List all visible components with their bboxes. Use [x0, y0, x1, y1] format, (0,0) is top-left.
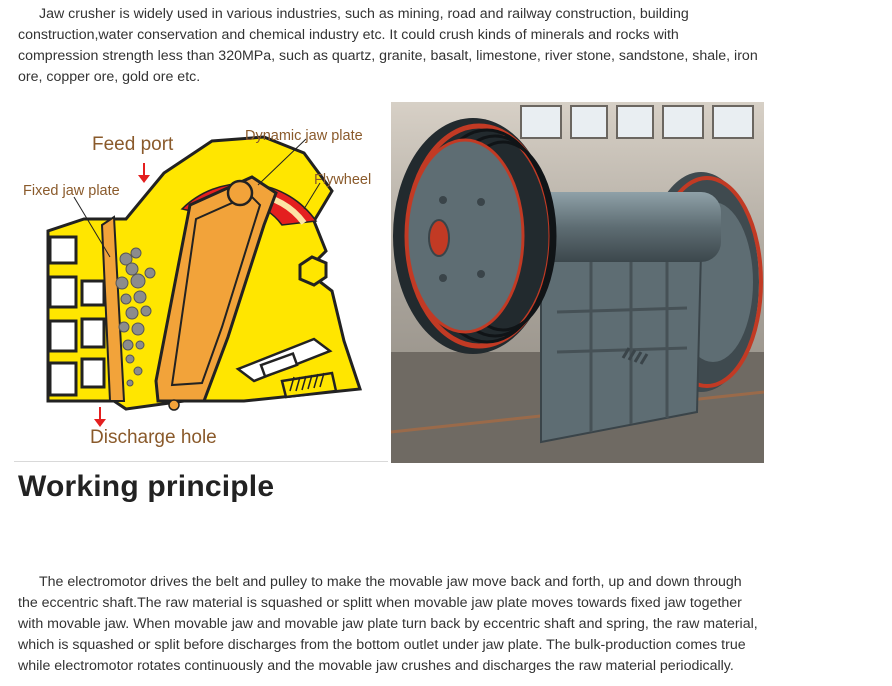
left-flywheel-face [407, 140, 523, 332]
factory-windows [520, 105, 754, 139]
material-stones [115, 247, 156, 387]
feed-port-label: Feed port [92, 134, 174, 155]
eccentric-shaft-shape [226, 179, 254, 207]
label-leader-lines [73, 138, 321, 258]
adjusting-nut-shape [298, 255, 328, 287]
working-principle-paragraph: The electromotor drives the belt and pul… [18, 572, 763, 677]
fixed-jaw-frame [48, 235, 106, 397]
feed-arrow-icon [138, 163, 150, 183]
flywheel-hub [428, 219, 450, 257]
section-heading: Working principle [18, 470, 275, 503]
intro-paragraph: Jaw crusher is widely used in various in… [18, 4, 763, 88]
fixed-jaw-plate-label: Fixed jaw plate [23, 183, 120, 199]
dynamic-jaw-plate-label: Dynamic jaw plate [245, 128, 363, 144]
tension-spring [621, 347, 649, 365]
diagram-divider [14, 461, 388, 462]
fixed-jaw-plate-shape [100, 215, 126, 402]
working-principle-text: The electromotor drives the belt and pul… [18, 574, 758, 674]
jaw-crusher-photo [391, 102, 764, 463]
movable-jaw-shape [154, 175, 278, 403]
intro-text: Jaw crusher is widely used in various in… [18, 6, 758, 85]
base-bolt [168, 399, 180, 411]
frame-ribs [556, 262, 688, 432]
jaw-crusher-diagram: Feed port Dynamic jaw plate Flywheel Fix… [14, 101, 388, 462]
spring-mechanism [235, 337, 338, 399]
discharge-arrow-icon [94, 407, 106, 427]
flywheel-label: Flywheel [314, 172, 371, 188]
shaft-drum [521, 192, 721, 262]
discharge-hole-label: Discharge hole [90, 427, 217, 448]
